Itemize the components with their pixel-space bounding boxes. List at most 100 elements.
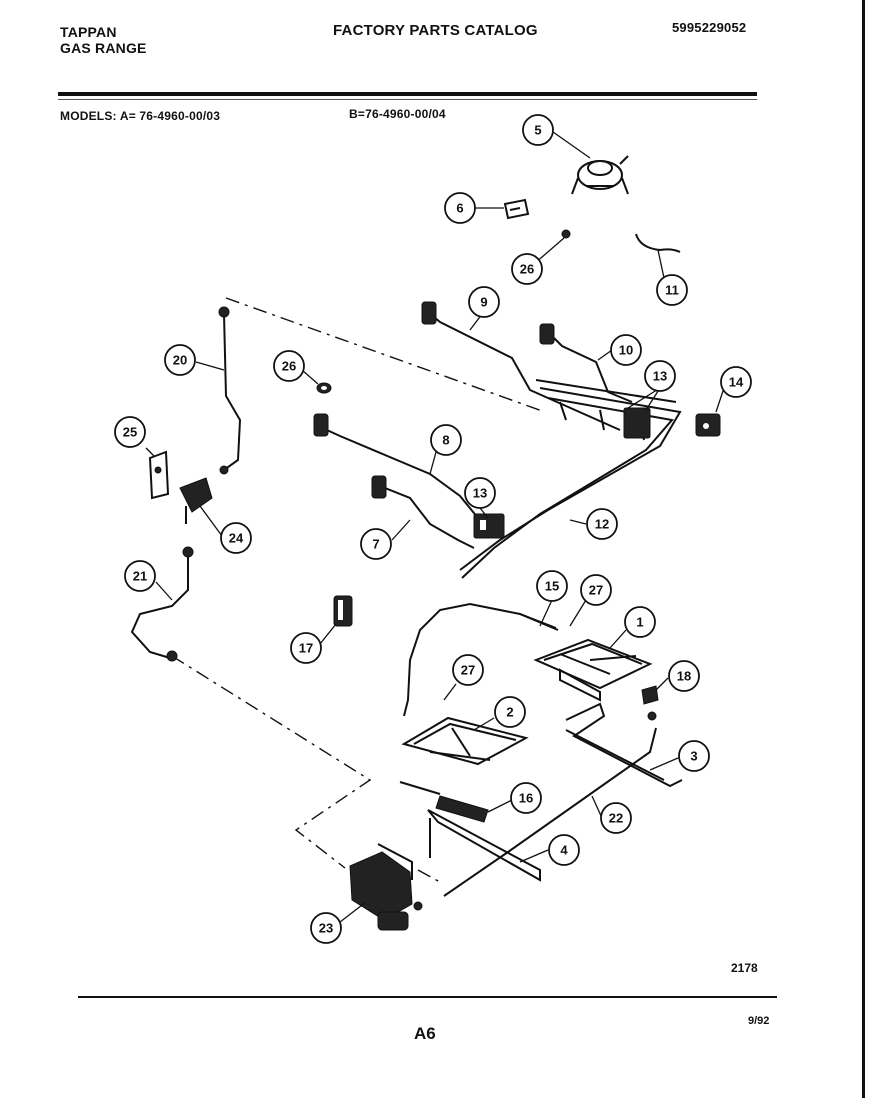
part-16-igniter [399,781,489,823]
svg-text:2: 2 [506,705,513,720]
svg-text:20: 20 [173,353,187,368]
brand-name: TAPPAN [60,24,117,40]
svg-text:1: 1 [636,615,643,630]
callout-10: 10 [610,334,642,366]
leader-2 [473,717,495,731]
page-edge-line [862,0,865,1098]
callout-2: 2 [494,696,526,728]
svg-text:23: 23 [319,921,333,936]
leader-27b [443,683,457,701]
callout-12: 12 [586,508,618,540]
footer-rule [78,996,777,998]
alignment-line-bottom [417,869,441,883]
svg-text:12: 12 [595,517,609,532]
part-13-clip-lower [473,513,505,539]
svg-text:5: 5 [534,123,541,138]
part-3-tube [565,702,683,788]
header-rule-thin [58,99,757,100]
callout-26-mid: 26 [273,350,305,382]
leader-16 [487,799,513,813]
svg-text:22: 22 [609,811,623,826]
callout-25: 25 [114,416,146,448]
part-20-capillary [223,313,242,471]
svg-text:6: 6 [456,201,463,216]
leader-12 [569,519,587,525]
svg-text:26: 26 [520,262,534,277]
product-type: GAS RANGE [60,40,147,56]
revision-date: 9/92 [748,1015,770,1027]
callout-22: 22 [600,802,632,834]
callout-21: 21 [124,560,156,592]
model-b: B=76-4960-00/04 [349,107,446,121]
callout-7: 7 [360,528,392,560]
alignment-line-top [225,297,546,413]
leader-20 [195,361,225,371]
callout-27-upper: 27 [580,574,612,606]
svg-text:25: 25 [123,425,137,440]
part-17-sensor [333,595,353,627]
svg-text:17: 17 [299,641,313,656]
leader-1 [609,629,627,649]
part-7-valve-end [371,475,387,499]
callout-3: 3 [678,740,710,772]
part-22-line [443,727,657,897]
svg-text:18: 18 [677,669,691,684]
callout-14: 14 [720,366,752,398]
part-23-regulator [349,843,423,931]
leader-7 [391,519,411,541]
part-13-clip-upper [623,407,651,439]
callout-26-top: 26 [511,253,543,285]
svg-text:10: 10 [619,343,633,358]
catalog-number: 5995229052 [672,20,747,35]
leader-27a [569,599,587,627]
leader-5 [552,131,591,159]
leader-18 [655,677,669,691]
leader-21 [155,581,173,601]
part-9-tube [427,311,621,431]
part-25-bracket [148,450,170,500]
callout-24: 24 [220,522,252,554]
svg-text:27: 27 [589,583,603,598]
leader-22 [591,795,603,819]
callout-20: 20 [164,344,196,376]
part-11-wire [635,233,681,253]
callout-13-upper: 13 [644,360,676,392]
catalog-title: FACTORY PARTS CATALOG [333,22,538,39]
callout-8: 8 [430,424,462,456]
callout-27-lower: 27 [452,654,484,686]
svg-text:8: 8 [442,433,449,448]
header-rule [58,92,757,96]
leader-10 [597,349,613,361]
part-1-burner [533,638,653,702]
svg-text:13: 13 [473,486,487,501]
part-12-manifold [459,387,682,571]
part-26-spacer-mid [316,382,332,394]
part-18-igniter [641,685,659,721]
part-10-tube [547,331,633,403]
callout-11: 11 [656,274,688,306]
part-24-mount [179,477,213,524]
callout-6: 6 [444,192,476,224]
part-15-igniter-wire [403,602,559,717]
part-4-tube [427,809,541,882]
svg-text:16: 16 [519,791,533,806]
models-line: MODELS: A= 76-4960-00/03 [60,109,220,123]
part-6-clip [503,198,530,220]
svg-text:15: 15 [545,579,559,594]
svg-text:26: 26 [282,359,296,374]
leader-8 [429,451,437,475]
svg-text:4: 4 [560,843,568,858]
figure-number: 2178 [731,961,758,975]
brand-block: TAPPAN GAS RANGE [60,24,147,56]
callout-5: 5 [522,114,554,146]
part-26-spacer-top [561,229,571,239]
part-14-valve [695,413,721,437]
callout-17: 17 [290,632,322,664]
svg-text:7: 7 [372,537,379,552]
svg-text:9: 9 [480,295,487,310]
page-number: A6 [414,1024,436,1043]
svg-text:14: 14 [729,375,744,390]
svg-text:13: 13 [653,369,667,384]
part-2-burner [401,716,529,766]
